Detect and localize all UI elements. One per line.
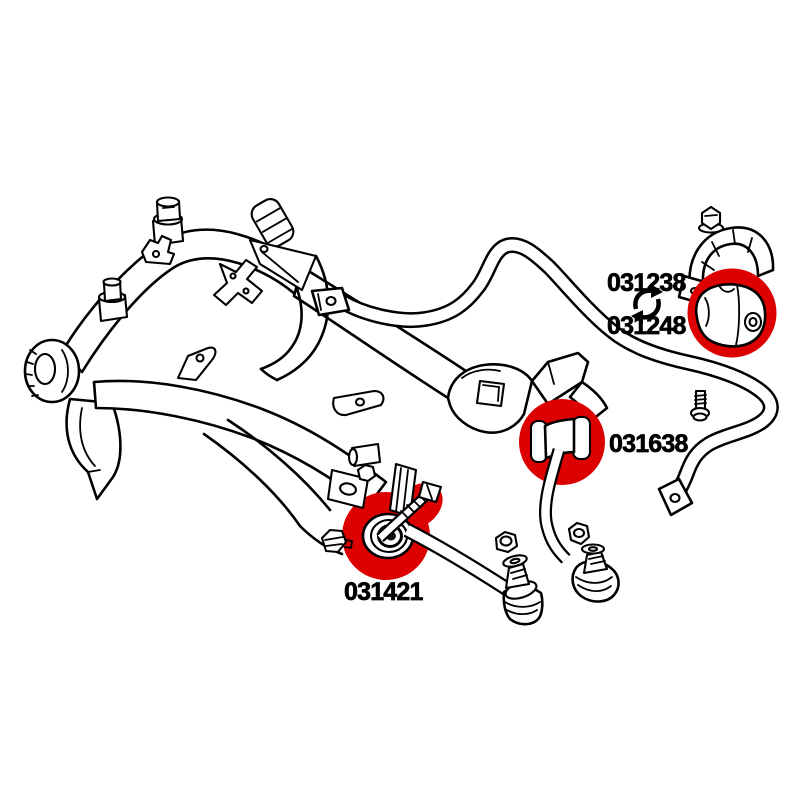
mount-strap — [388, 462, 418, 518]
part-number-link-bushing-label: 031638 — [609, 430, 689, 458]
frame-gusset — [248, 238, 318, 292]
frame-clip-bracket — [140, 234, 176, 266]
part-number-stabilizer-bushing-b-label: 031248 — [607, 312, 687, 340]
link-bushing-assembly — [529, 415, 620, 603]
control-arm-assembly — [320, 480, 544, 626]
control-arm-bolt — [376, 480, 443, 543]
interchange-arrows-icon — [631, 284, 663, 324]
clamp-nut — [697, 205, 725, 234]
control-arm-nut — [320, 528, 354, 554]
stabilizer-bar-left-end — [310, 286, 351, 317]
frame-bolt — [151, 196, 185, 247]
frame-tab-bracket — [332, 389, 385, 417]
part-number-control-arm-bushing-label: 031421 — [344, 578, 424, 606]
ball-joint-washer — [502, 554, 528, 568]
link-bushing — [529, 415, 592, 464]
frame-mount-details — [326, 442, 418, 518]
frame-bolt — [97, 277, 129, 323]
link-nut — [567, 521, 591, 546]
small-bolt — [689, 389, 711, 422]
ball-joint — [502, 562, 544, 626]
frame-wing-bracket — [176, 346, 217, 382]
mount-plate — [326, 468, 370, 510]
stabilizer-bushing — [694, 283, 767, 348]
frame-saddle-clamp — [446, 363, 534, 434]
frame-tube-stub — [250, 198, 295, 248]
frame-x-bracket — [212, 258, 264, 307]
stabilizer-bar-drawing — [310, 205, 779, 517]
ball-joint-nut — [494, 530, 519, 554]
frame-eye-mount — [23, 338, 122, 501]
part-labels: 031238 031248 031638 031421 — [344, 269, 690, 607]
link-washer — [580, 543, 606, 555]
link-ball-joint — [571, 550, 620, 603]
mount-sleeve — [347, 442, 382, 483]
stabilizer-bar-right-end — [657, 477, 694, 517]
